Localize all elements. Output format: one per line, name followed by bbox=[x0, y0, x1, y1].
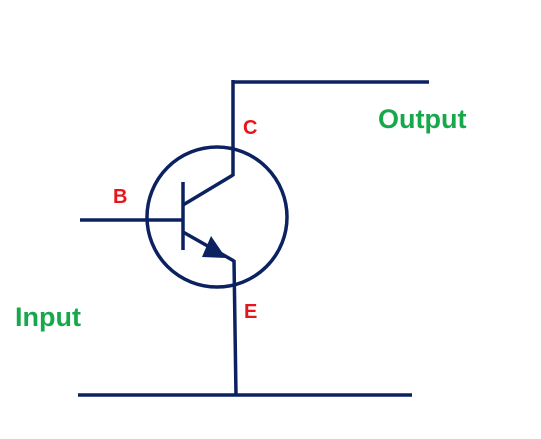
emitter-lead bbox=[232, 259, 238, 397]
output-label: Output bbox=[378, 104, 466, 134]
collector-label: C bbox=[243, 117, 257, 139]
emitter-arrow-icon bbox=[202, 236, 226, 258]
base-label: B bbox=[113, 186, 127, 208]
emitter-label: E bbox=[244, 301, 257, 323]
input-label: Input bbox=[15, 302, 81, 332]
transistor-body-circle bbox=[145, 145, 289, 289]
collector-diagonal bbox=[182, 173, 234, 207]
